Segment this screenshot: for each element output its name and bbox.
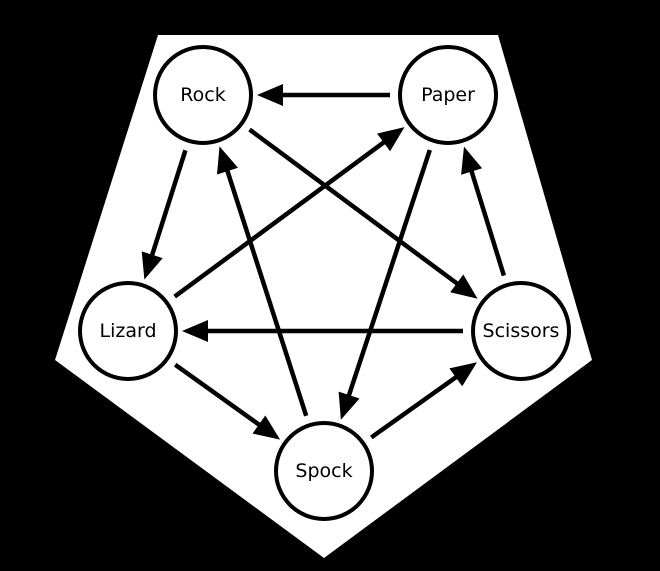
pentagon-background xyxy=(55,35,592,558)
arrow-lizard-to-paper xyxy=(173,127,405,299)
node-rock: Rock xyxy=(153,45,253,145)
arrow-paper-to-rock xyxy=(257,84,390,106)
edges-layer xyxy=(141,84,507,440)
arrow-rock-to-lizard-head xyxy=(141,251,163,280)
node-rock-circle xyxy=(153,45,253,145)
arrow-scissors-to-paper xyxy=(461,146,507,277)
arrow-spock-to-scissors xyxy=(369,362,477,440)
arrow-rock-to-scissors-line xyxy=(248,127,460,287)
node-spock-circle xyxy=(274,421,374,521)
arrow-rock-to-lizard-line xyxy=(149,149,188,258)
node-paper-circle xyxy=(398,45,498,145)
node-scissors-label: Scissors xyxy=(483,320,560,342)
node-lizard-circle xyxy=(78,281,178,381)
node-spock-label: Spock xyxy=(295,460,352,482)
arrow-lizard-to-spock-line xyxy=(173,362,262,428)
arrow-scissors-to-lizard-head xyxy=(182,320,208,342)
arrow-spock-to-scissors-line xyxy=(369,374,459,440)
arrow-scissors-to-paper-head xyxy=(461,146,483,175)
arrow-rock-to-lizard xyxy=(141,149,188,280)
arrow-rock-to-scissors-head xyxy=(450,274,478,299)
node-spock: Spock xyxy=(274,421,374,521)
arrow-paper-to-spock-line xyxy=(346,149,432,398)
arrow-lizard-to-paper-line xyxy=(173,139,387,299)
node-lizard-label: Lizard xyxy=(99,320,156,342)
arrow-rock-to-scissors xyxy=(248,127,478,299)
arrow-lizard-to-spock xyxy=(173,362,281,440)
arrow-scissors-to-lizard xyxy=(182,320,463,342)
arrow-spock-to-rock-line xyxy=(224,168,309,417)
arrow-lizard-to-paper-head xyxy=(377,127,405,152)
arrow-spock-to-rock-head xyxy=(217,146,238,175)
arrow-spock-to-rock xyxy=(217,146,309,417)
node-paper: Paper xyxy=(398,45,498,145)
arrow-lizard-to-spock-head xyxy=(252,415,281,440)
node-rock-label: Rock xyxy=(180,84,225,106)
node-scissors-circle xyxy=(471,281,571,381)
arrow-spock-to-scissors-head xyxy=(449,362,477,387)
node-paper-label: Paper xyxy=(421,84,475,106)
arrow-scissors-to-paper-line xyxy=(468,168,507,277)
node-lizard: Lizard xyxy=(78,281,178,381)
node-scissors: Scissors xyxy=(471,281,571,381)
arrow-paper-to-rock-head xyxy=(257,84,283,106)
arrow-paper-to-spock xyxy=(338,149,432,420)
arrow-paper-to-spock-head xyxy=(338,391,360,420)
